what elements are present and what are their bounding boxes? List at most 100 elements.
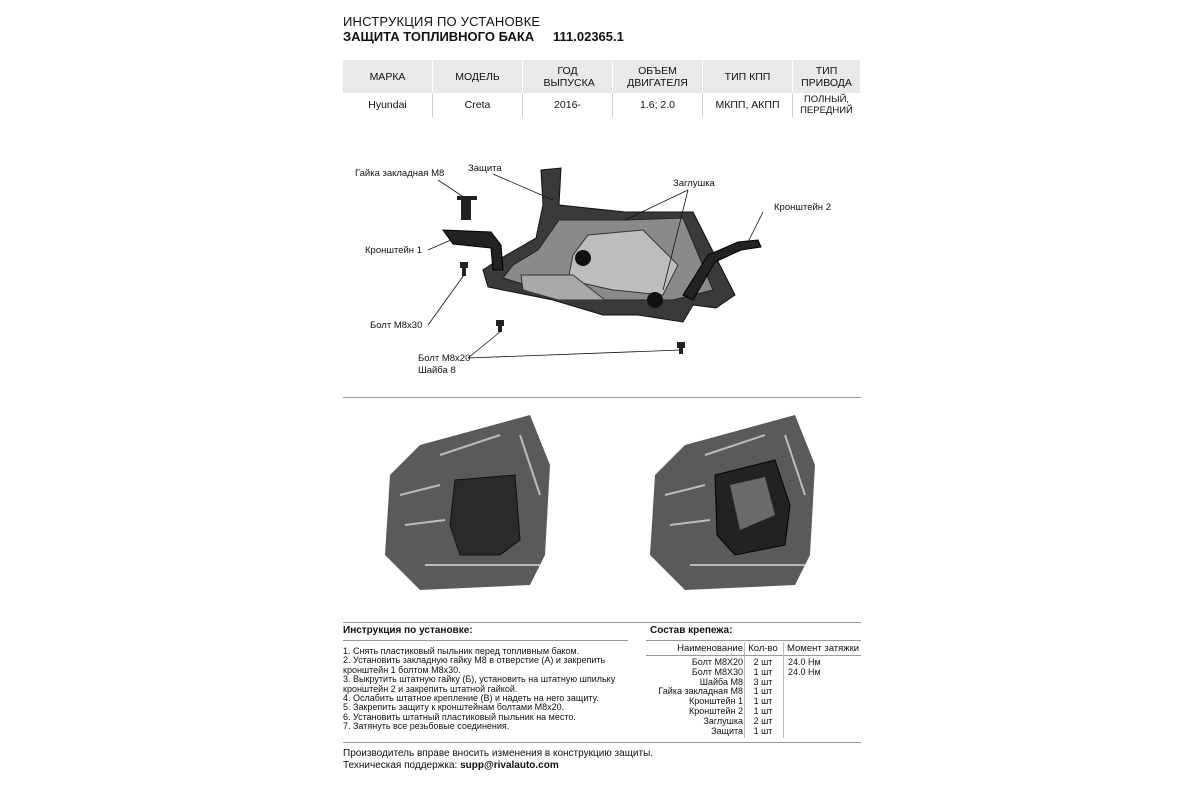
parts-column-name: Наименование	[677, 643, 743, 654]
bracket-1-part	[441, 229, 504, 271]
installed-guard-relief	[730, 477, 775, 530]
parts-row: Болт М8Х20 2 шт 24.0 Нм	[646, 657, 866, 667]
leader-lines	[427, 173, 764, 359]
part-name: Заглушка	[703, 715, 743, 726]
spec-cell: Creta	[432, 93, 523, 117]
nut-part	[461, 198, 471, 220]
nut-flange	[457, 196, 477, 200]
instruction-step: 2. Установить закладную гайку М8 в отвер…	[343, 655, 606, 666]
product-title: ЗАЩИТА ТОПЛИВНОГО БАКА	[343, 29, 535, 44]
document-title: ИНСТРУКЦИЯ ПО УСТАНОВКЕ	[343, 14, 541, 29]
spec-header-cell: МАРКА	[343, 60, 433, 93]
instruction-step: 5. Закрепить защиту к кронштейнам болтам…	[343, 702, 565, 713]
fuel-tank-shape	[449, 474, 521, 556]
label-bolt-m8x30: Болт М8х30	[370, 320, 423, 331]
plug-2	[647, 292, 663, 308]
bolt-m8x20-part-2	[677, 342, 685, 354]
spec-cell: Hyundai	[368, 99, 407, 111]
part-torque: 24.0 Нм	[788, 666, 821, 677]
spec-cell: МКПП, АКПП	[702, 93, 793, 117]
spec-data-row: Hyundai Creta 2016- 1.6; 2.0 МКПП, АКПП …	[343, 93, 860, 117]
support-line: Техническая поддержка: supp@rivalauto.co…	[343, 760, 559, 771]
underbody-after-image	[645, 405, 825, 595]
spec-cell: ПОЛНЫЙ, ПЕРЕДНИЙ	[792, 93, 860, 117]
spec-header-cell: ОБЪЕМ ДВИГАТЕЛЯ	[612, 60, 703, 93]
part-name: Защита	[711, 725, 743, 736]
label-guard: Защита	[468, 163, 502, 174]
plug-1	[575, 250, 591, 266]
part-qty: 1 шт	[753, 696, 773, 707]
parts-column-qty: Кол-во	[748, 643, 778, 654]
instruction-step: 1. Снять пластиковый пыльник перед топли…	[343, 646, 580, 656]
part-torque: 24.0 Нм	[788, 657, 821, 667]
spec-header-text: ОБЪЕМ ДВИГАТЕЛЯ	[627, 64, 688, 89]
spec-header-cell: МОДЕЛЬ	[432, 60, 523, 93]
parts-row: Заглушка 2 шт	[646, 716, 866, 726]
exploded-assembly-diagram	[427, 167, 764, 359]
parts-heading: Состав крепежа:	[650, 625, 733, 636]
label-washer: Шайба 8	[418, 365, 456, 376]
chassis-details	[664, 434, 806, 566]
part-name: Кронштейн 1	[689, 696, 743, 707]
parts-row: Защита 1 шт	[646, 726, 866, 736]
support-email-link[interactable]: supp@rivalauto.com	[460, 760, 559, 771]
chassis-details	[399, 434, 541, 566]
parts-row: Кронштейн 2 1 шт	[646, 706, 866, 716]
divider	[343, 742, 861, 743]
spec-cell: 1.6; 2.0	[612, 93, 703, 117]
bolt-m8x20-part	[496, 320, 504, 332]
divider	[646, 655, 861, 656]
part-qty: 1 шт	[753, 686, 773, 697]
part-qty: 2 шт	[753, 657, 773, 667]
divider	[646, 640, 861, 641]
underbody-before-image	[380, 405, 560, 595]
divider	[343, 397, 861, 398]
instruction-step: 7. Затянуть все резьбовые соединения.	[343, 721, 510, 732]
label-nut: Гайка закладная М8	[355, 168, 445, 179]
disclaimer-text: Производитель вправе вносить изменения в…	[343, 748, 654, 759]
vehicle-spec-table: МАРКА МОДЕЛЬ ГОД ВЫПУСКА ОБЪЕМ ДВИГАТЕЛЯ…	[343, 60, 860, 117]
support-label: Техническая поддержка:	[343, 760, 458, 771]
parts-row: Шайба М8 3 шт	[646, 677, 866, 687]
divider	[343, 622, 861, 623]
label-bolt-m8x20: Болт М8х20	[418, 353, 471, 364]
article-number: 111.02365.1	[553, 29, 624, 44]
bracket-2-part	[682, 239, 762, 301]
spec-header-cell: ТИП КПП	[702, 60, 793, 93]
bolt-m8x30-part	[460, 262, 468, 276]
parts-row: Кронштейн 1 1 шт	[646, 696, 866, 706]
spec-cell: 2016-	[522, 93, 613, 117]
column-divider	[783, 642, 784, 738]
spec-header-cell: ГОД ВЫПУСКА	[522, 60, 613, 93]
label-bracket-1: Кронштейн 1	[365, 245, 422, 256]
part-name: Болт М8Х30	[691, 666, 743, 677]
instruction-step: 3. Выкрутить штатную гайку (Б), установи…	[343, 674, 616, 685]
parts-row: Гайка закладная М8 1 шт	[646, 686, 866, 696]
parts-row: Болт М8Х30 1 шт 24.0 Нм	[646, 667, 866, 677]
spec-header-text: ТИП ПРИВОДА	[801, 64, 852, 89]
instruction-step: кронштейн 2 и закрепить штатной гайкой.	[343, 683, 518, 694]
label-plug: Заглушка	[673, 178, 715, 189]
spec-header-row: МАРКА МОДЕЛЬ ГОД ВЫПУСКА ОБЪЕМ ДВИГАТЕЛЯ…	[343, 60, 860, 93]
part-qty: 1 шт	[753, 725, 773, 736]
spec-header-text: ГОД ВЫПУСКА	[543, 64, 595, 89]
column-divider	[744, 642, 745, 738]
parts-column-torque: Момент затяжки	[787, 643, 860, 654]
spec-header-cell: ТИП ПРИВОДА	[792, 60, 860, 93]
part-qty: 1 шт	[753, 666, 773, 677]
divider	[343, 640, 628, 641]
guard-plate-relief	[567, 229, 679, 296]
label-bracket-2: Кронштейн 2	[774, 202, 831, 213]
part-qty: 3 шт	[753, 676, 773, 687]
instructions-heading: Инструкция по установке:	[343, 625, 473, 636]
part-name: Болт М8Х20	[691, 657, 743, 667]
instruction-step: 6. Установить штатный пластиковый пыльни…	[343, 711, 576, 722]
part-name: Шайба М8	[699, 676, 743, 687]
part-name: Гайка закладная М8	[658, 686, 743, 697]
parts-table: Болт М8Х20 2 шт 24.0 Нм Болт М8Х30 1 шт …	[646, 657, 866, 736]
part-qty: 1 шт	[753, 705, 773, 716]
part-qty: 2 шт	[753, 715, 773, 726]
instruction-step: кронштейн 1 болтом М8х30.	[343, 664, 461, 675]
guard-plate-relief	[520, 274, 607, 301]
instructions-list: 1. Снять пластиковый пыльник перед топли…	[343, 646, 633, 732]
